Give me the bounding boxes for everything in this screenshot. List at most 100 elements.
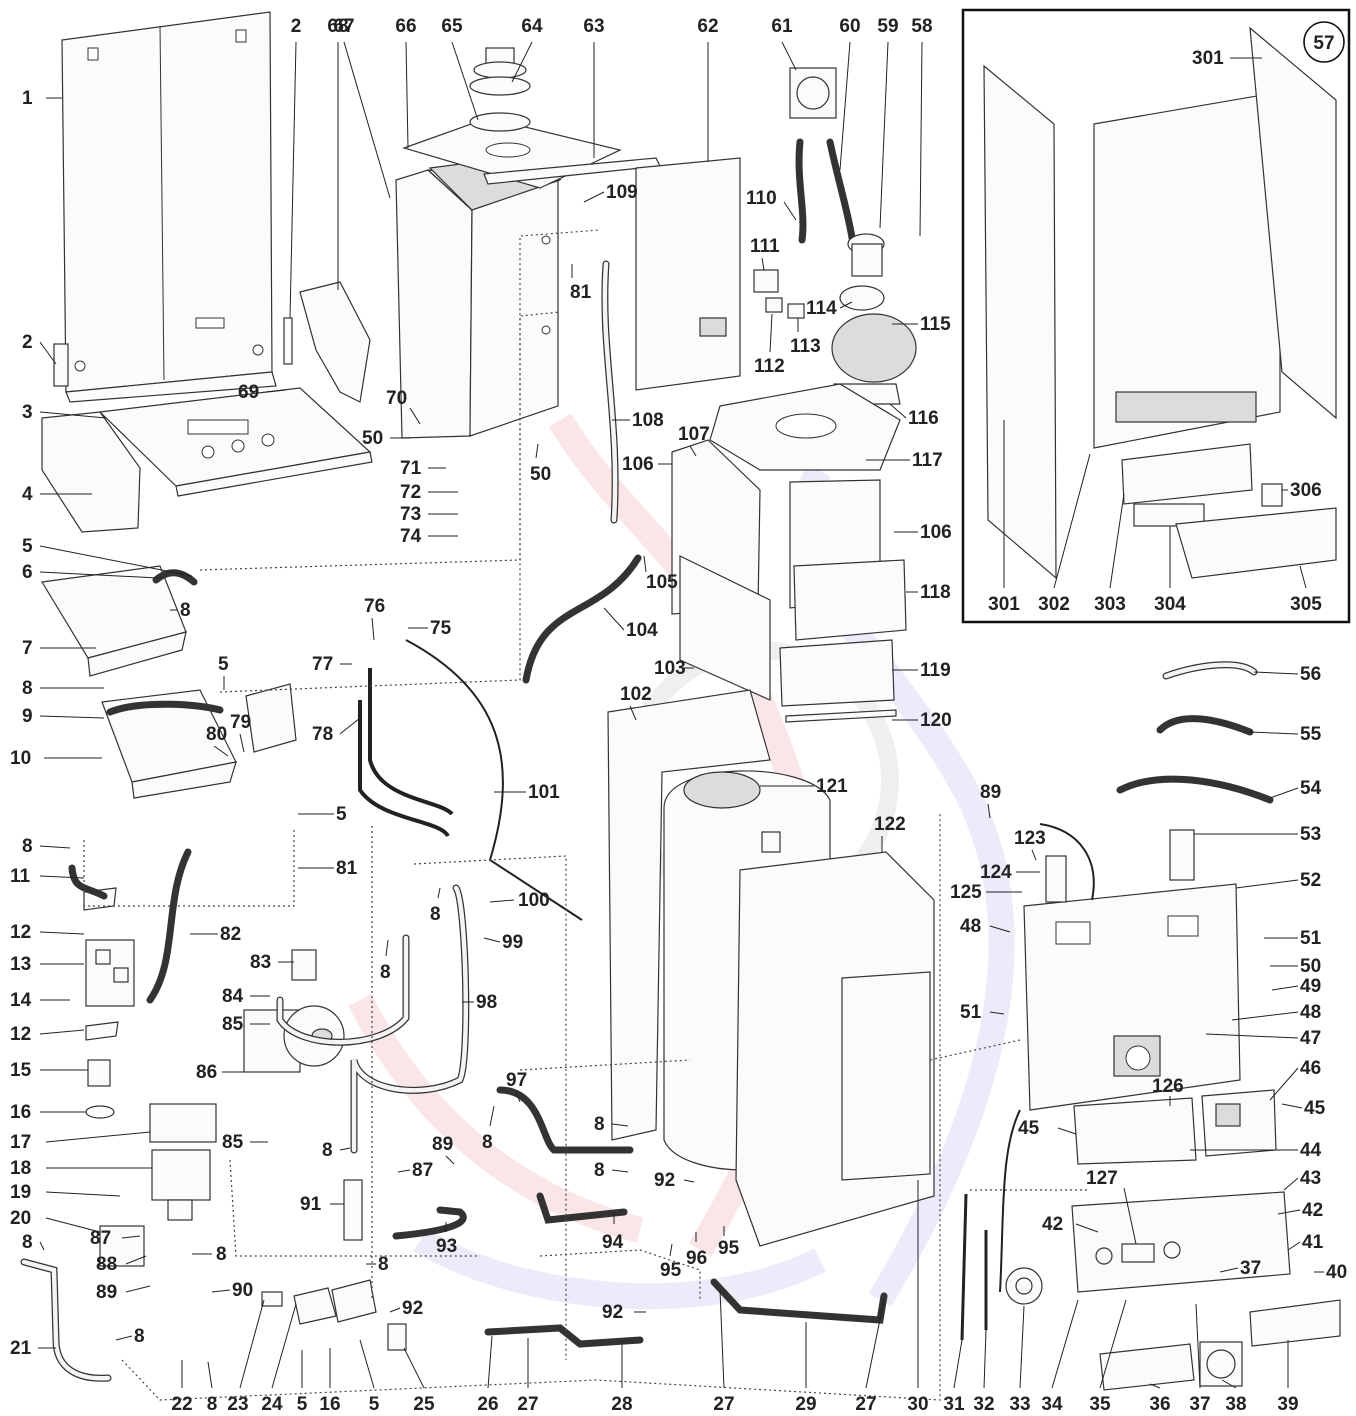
- callout-c109: 109: [606, 182, 638, 203]
- callout-c98: 98: [476, 992, 497, 1013]
- callout-c48b: 48: [960, 916, 981, 937]
- callout-c56: 56: [1300, 664, 1321, 685]
- callout-leader-c35: [1099, 1299, 1127, 1389]
- callout-leader-c45a: [1057, 1127, 1077, 1135]
- callout-c27b: 27: [713, 1394, 734, 1415]
- callout-c75: 75: [430, 618, 452, 639]
- callout-leader-c47: [1205, 1033, 1299, 1039]
- callout-leader-c303: [1109, 493, 1125, 589]
- callout-c89a: 89: [96, 1282, 117, 1303]
- callout-leader-c20: [45, 1217, 101, 1233]
- callout-c13: 13: [10, 954, 31, 975]
- callout-leader-c109: [583, 191, 605, 203]
- part-bracket-68: [299, 281, 371, 403]
- callout-leader-c33: [1019, 1305, 1025, 1389]
- callout-c36: 36: [1149, 1394, 1170, 1415]
- callout-c60: 60: [839, 16, 860, 37]
- part-combustion-housing: [395, 149, 569, 439]
- callout-c8i: 8: [378, 1254, 389, 1275]
- callout-c24: 24: [261, 1394, 283, 1415]
- callout-c87b: 87: [412, 1160, 433, 1181]
- inset-badge-circle: [1303, 21, 1345, 63]
- callout-leader-c100: [489, 899, 515, 903]
- callout-c301a: 301: [1192, 48, 1224, 69]
- callout-c8m: 8: [594, 1114, 605, 1135]
- callout-c16b: 16: [319, 1394, 340, 1415]
- part-valve-actuator: [149, 1103, 217, 1143]
- callout-c25: 25: [413, 1394, 435, 1415]
- callout-c303: 303: [1094, 594, 1126, 615]
- callout-leader-c92b: [683, 1179, 695, 1183]
- callout-leader-c87a: [121, 1235, 141, 1239]
- callout-c304: 304: [1154, 594, 1186, 615]
- callout-leader-c61: [781, 41, 797, 71]
- callout-c113: 113: [790, 336, 821, 357]
- callout-c37a: 37: [1240, 1258, 1261, 1279]
- callout-c115: 115: [920, 314, 951, 335]
- callout-leader-c32: [983, 1329, 987, 1389]
- part-flap-36: [1099, 1343, 1195, 1391]
- callout-c3: 3: [22, 402, 33, 423]
- callout-leader-c50c: [535, 443, 539, 459]
- callout-c45b: 45: [1304, 1098, 1326, 1119]
- part-fascia: [1071, 1191, 1291, 1293]
- callout-c100: 100: [518, 890, 550, 911]
- callout-leader-c8f: [115, 1335, 133, 1341]
- part-manifold: [245, 683, 297, 753]
- callout-leader-c6: [39, 571, 159, 579]
- part-burner: [101, 689, 237, 799]
- callout-c43: 43: [1300, 1168, 1321, 1189]
- callout-c119: 119: [920, 660, 951, 681]
- callout-c35: 35: [1089, 1394, 1111, 1415]
- callout-c5b: 5: [218, 654, 229, 675]
- callout-leader-c65: [451, 41, 479, 121]
- callout-c21: 21: [10, 1338, 32, 1359]
- callout-c31: 31: [943, 1394, 965, 1415]
- callout-leader-c104: [603, 607, 625, 631]
- callout-c91: 91: [300, 1194, 322, 1215]
- callout-c8c: 8: [22, 836, 33, 857]
- callout-leader-c114: [839, 301, 853, 309]
- callout-c19: 19: [10, 1182, 31, 1203]
- callout-leader-c70: [409, 407, 421, 425]
- callout-c65: 65: [441, 16, 463, 37]
- inset-front-panel: [1093, 91, 1281, 449]
- callout-leader-c12a: [39, 931, 85, 935]
- callout-c59: 59: [877, 16, 898, 37]
- callout-leader-c127: [1123, 1187, 1137, 1245]
- callout-leader-c23: [239, 1299, 265, 1389]
- callout-leader-c95a: [669, 1243, 673, 1257]
- callout-leader-c107: [689, 445, 697, 457]
- part-main-pcb: [1073, 1097, 1197, 1165]
- callout-leader-c110: [783, 201, 797, 221]
- callout-c103: 103: [654, 658, 686, 679]
- callout-leader-c41: [1287, 1241, 1301, 1251]
- callout-leader-c37a: [1219, 1267, 1239, 1273]
- callout-c46: 46: [1300, 1058, 1321, 1079]
- callout-c52: 52: [1300, 870, 1321, 891]
- part-53: [1169, 829, 1195, 881]
- callout-c114: 114: [806, 298, 837, 319]
- callout-c50b: 50: [362, 428, 383, 449]
- callout-c42a: 42: [1042, 1214, 1063, 1235]
- callout-leader-c42b: [1277, 1209, 1301, 1215]
- callout-c20: 20: [10, 1208, 31, 1229]
- callout-c33: 33: [1009, 1394, 1030, 1415]
- part-pressure-switch: [789, 67, 837, 119]
- callout-c54: 54: [1300, 778, 1322, 799]
- callout-c92b: 92: [654, 1170, 675, 1191]
- callout-leader-c102: [629, 705, 637, 721]
- callout-leader-c46: [1269, 1067, 1299, 1101]
- callout-leader-c3: [39, 411, 107, 419]
- callout-leader-c19: [45, 1191, 121, 1197]
- callout-leader-c305: [1299, 565, 1307, 589]
- callout-leader-c36: [1149, 1383, 1161, 1389]
- callout-c102: 102: [620, 684, 652, 705]
- callout-leader-c43: [1283, 1177, 1299, 1191]
- callout-c117: 117: [912, 450, 943, 471]
- callout-c8a: 8: [180, 600, 191, 621]
- callout-c99: 99: [502, 932, 523, 953]
- callout-c40: 40: [1326, 1262, 1347, 1283]
- callout-c108: 108: [632, 410, 664, 431]
